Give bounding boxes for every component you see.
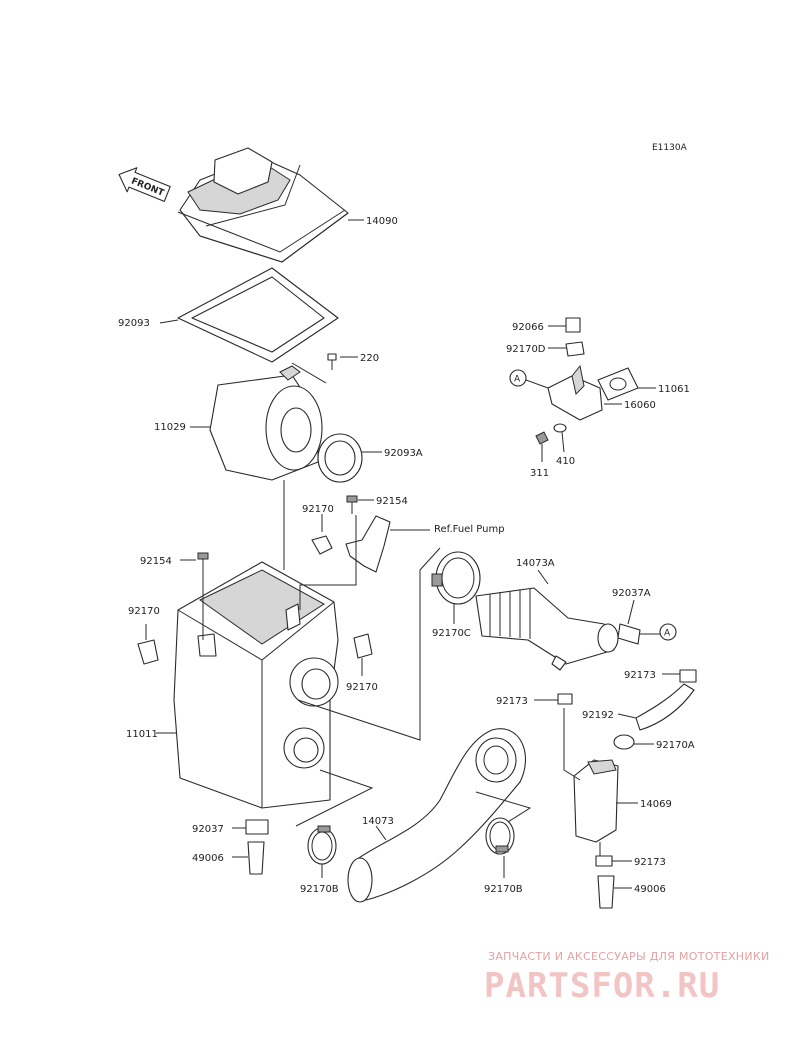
bellows-duct-14073a (475, 587, 619, 671)
label-92170-left: 92170 (128, 606, 160, 617)
label-220: 220 (360, 353, 379, 364)
drain-plug-49006 (247, 841, 265, 875)
nut-311 (535, 431, 549, 445)
washer-410 (553, 423, 567, 433)
callout-a-right: A (659, 623, 677, 641)
cap-92066 (565, 317, 581, 333)
callout-a-left: A (509, 369, 527, 387)
label-410: 410 (556, 456, 575, 467)
label-92037: 92037 (192, 824, 224, 835)
drain-plug-49006-right (597, 875, 615, 909)
label-92170a: 92170A (656, 740, 695, 751)
breather-body-16060 (547, 364, 603, 421)
clip-92170-left (137, 639, 159, 665)
bolt-92154-upper (346, 495, 358, 514)
label-92170b-left: 92170B (300, 884, 339, 895)
clamp-92170d (565, 341, 585, 357)
clamp-92173-mid (557, 693, 573, 705)
label-92170-upper: 92170 (302, 504, 334, 515)
clamp-92170c (431, 551, 481, 605)
gasket-11061 (597, 367, 639, 401)
label-14073a: 14073A (516, 558, 555, 569)
air-cleaner-cover (177, 147, 349, 263)
screw-220 (327, 353, 337, 370)
cap-92037a (617, 623, 641, 645)
watermark-tagline: ЗАПЧАСТИ И АКСЕССУАРЫ ДЛЯ МОТОТЕХНИКИ (488, 950, 770, 963)
diagram-code: E1130A (652, 143, 688, 153)
clip-92170-upper (311, 535, 333, 555)
label-11029: 11029 (154, 422, 186, 433)
part-labels: 14090 92093 220 11029 92093A 92154 92170… (118, 216, 695, 895)
label-92154-left: 92154 (140, 556, 172, 567)
clamp-92173-lower (595, 855, 613, 867)
label-92170d: 92170D (506, 344, 546, 355)
front-arrow: FRONT (118, 167, 171, 202)
label-92037a: 92037A (612, 588, 651, 599)
filter-seal-ring (317, 433, 363, 483)
clamp-92170b-left (307, 825, 337, 865)
label-92170c: 92170C (432, 628, 471, 639)
label-92170b-right: 92170B (484, 884, 523, 895)
callout-a-right-label: A (664, 629, 671, 639)
label-92093: 92093 (118, 318, 150, 329)
clamp-92173-upper (679, 669, 697, 683)
watermark-logo: PARTSFOR.RU (484, 966, 721, 1006)
label-49006-left: 49006 (192, 853, 224, 864)
ref-note: Ref.Fuel Pump (434, 524, 505, 535)
cover-gasket (177, 267, 339, 363)
intake-duct-14073 (347, 728, 526, 903)
fuel-pump-bracket (345, 515, 430, 573)
label-11061: 11061 (658, 384, 690, 395)
air-box-housing (173, 561, 339, 809)
hose-92192 (635, 683, 695, 731)
label-92154-upper: 92154 (376, 496, 408, 507)
clamp-92170a (613, 734, 635, 750)
callout-a-left-label: A (514, 375, 521, 385)
label-49006-right: 49006 (634, 884, 666, 895)
air-filter-element (209, 365, 323, 481)
label-92173-lower: 92173 (634, 857, 666, 868)
drain-tank-14069 (573, 759, 619, 843)
label-311: 311 (530, 468, 549, 479)
label-92170-right: 92170 (346, 682, 378, 693)
label-92173-upper: 92173 (624, 670, 656, 681)
label-92192: 92192 (582, 710, 614, 721)
label-11011: 11011 (126, 729, 158, 740)
clamp-92170b-right (485, 817, 515, 855)
label-14073: 14073 (362, 816, 394, 827)
drain-cap-92037 (245, 819, 269, 835)
label-92173-mid: 92173 (496, 696, 528, 707)
label-14069: 14069 (640, 799, 672, 810)
label-14090: 14090 (366, 216, 398, 227)
label-92066: 92066 (512, 322, 544, 333)
label-16060: 16060 (624, 400, 656, 411)
label-92093a: 92093A (384, 448, 423, 459)
clip-92170-right (353, 633, 373, 659)
bolt-92154-left (197, 552, 209, 640)
leader-lines (283, 362, 601, 856)
